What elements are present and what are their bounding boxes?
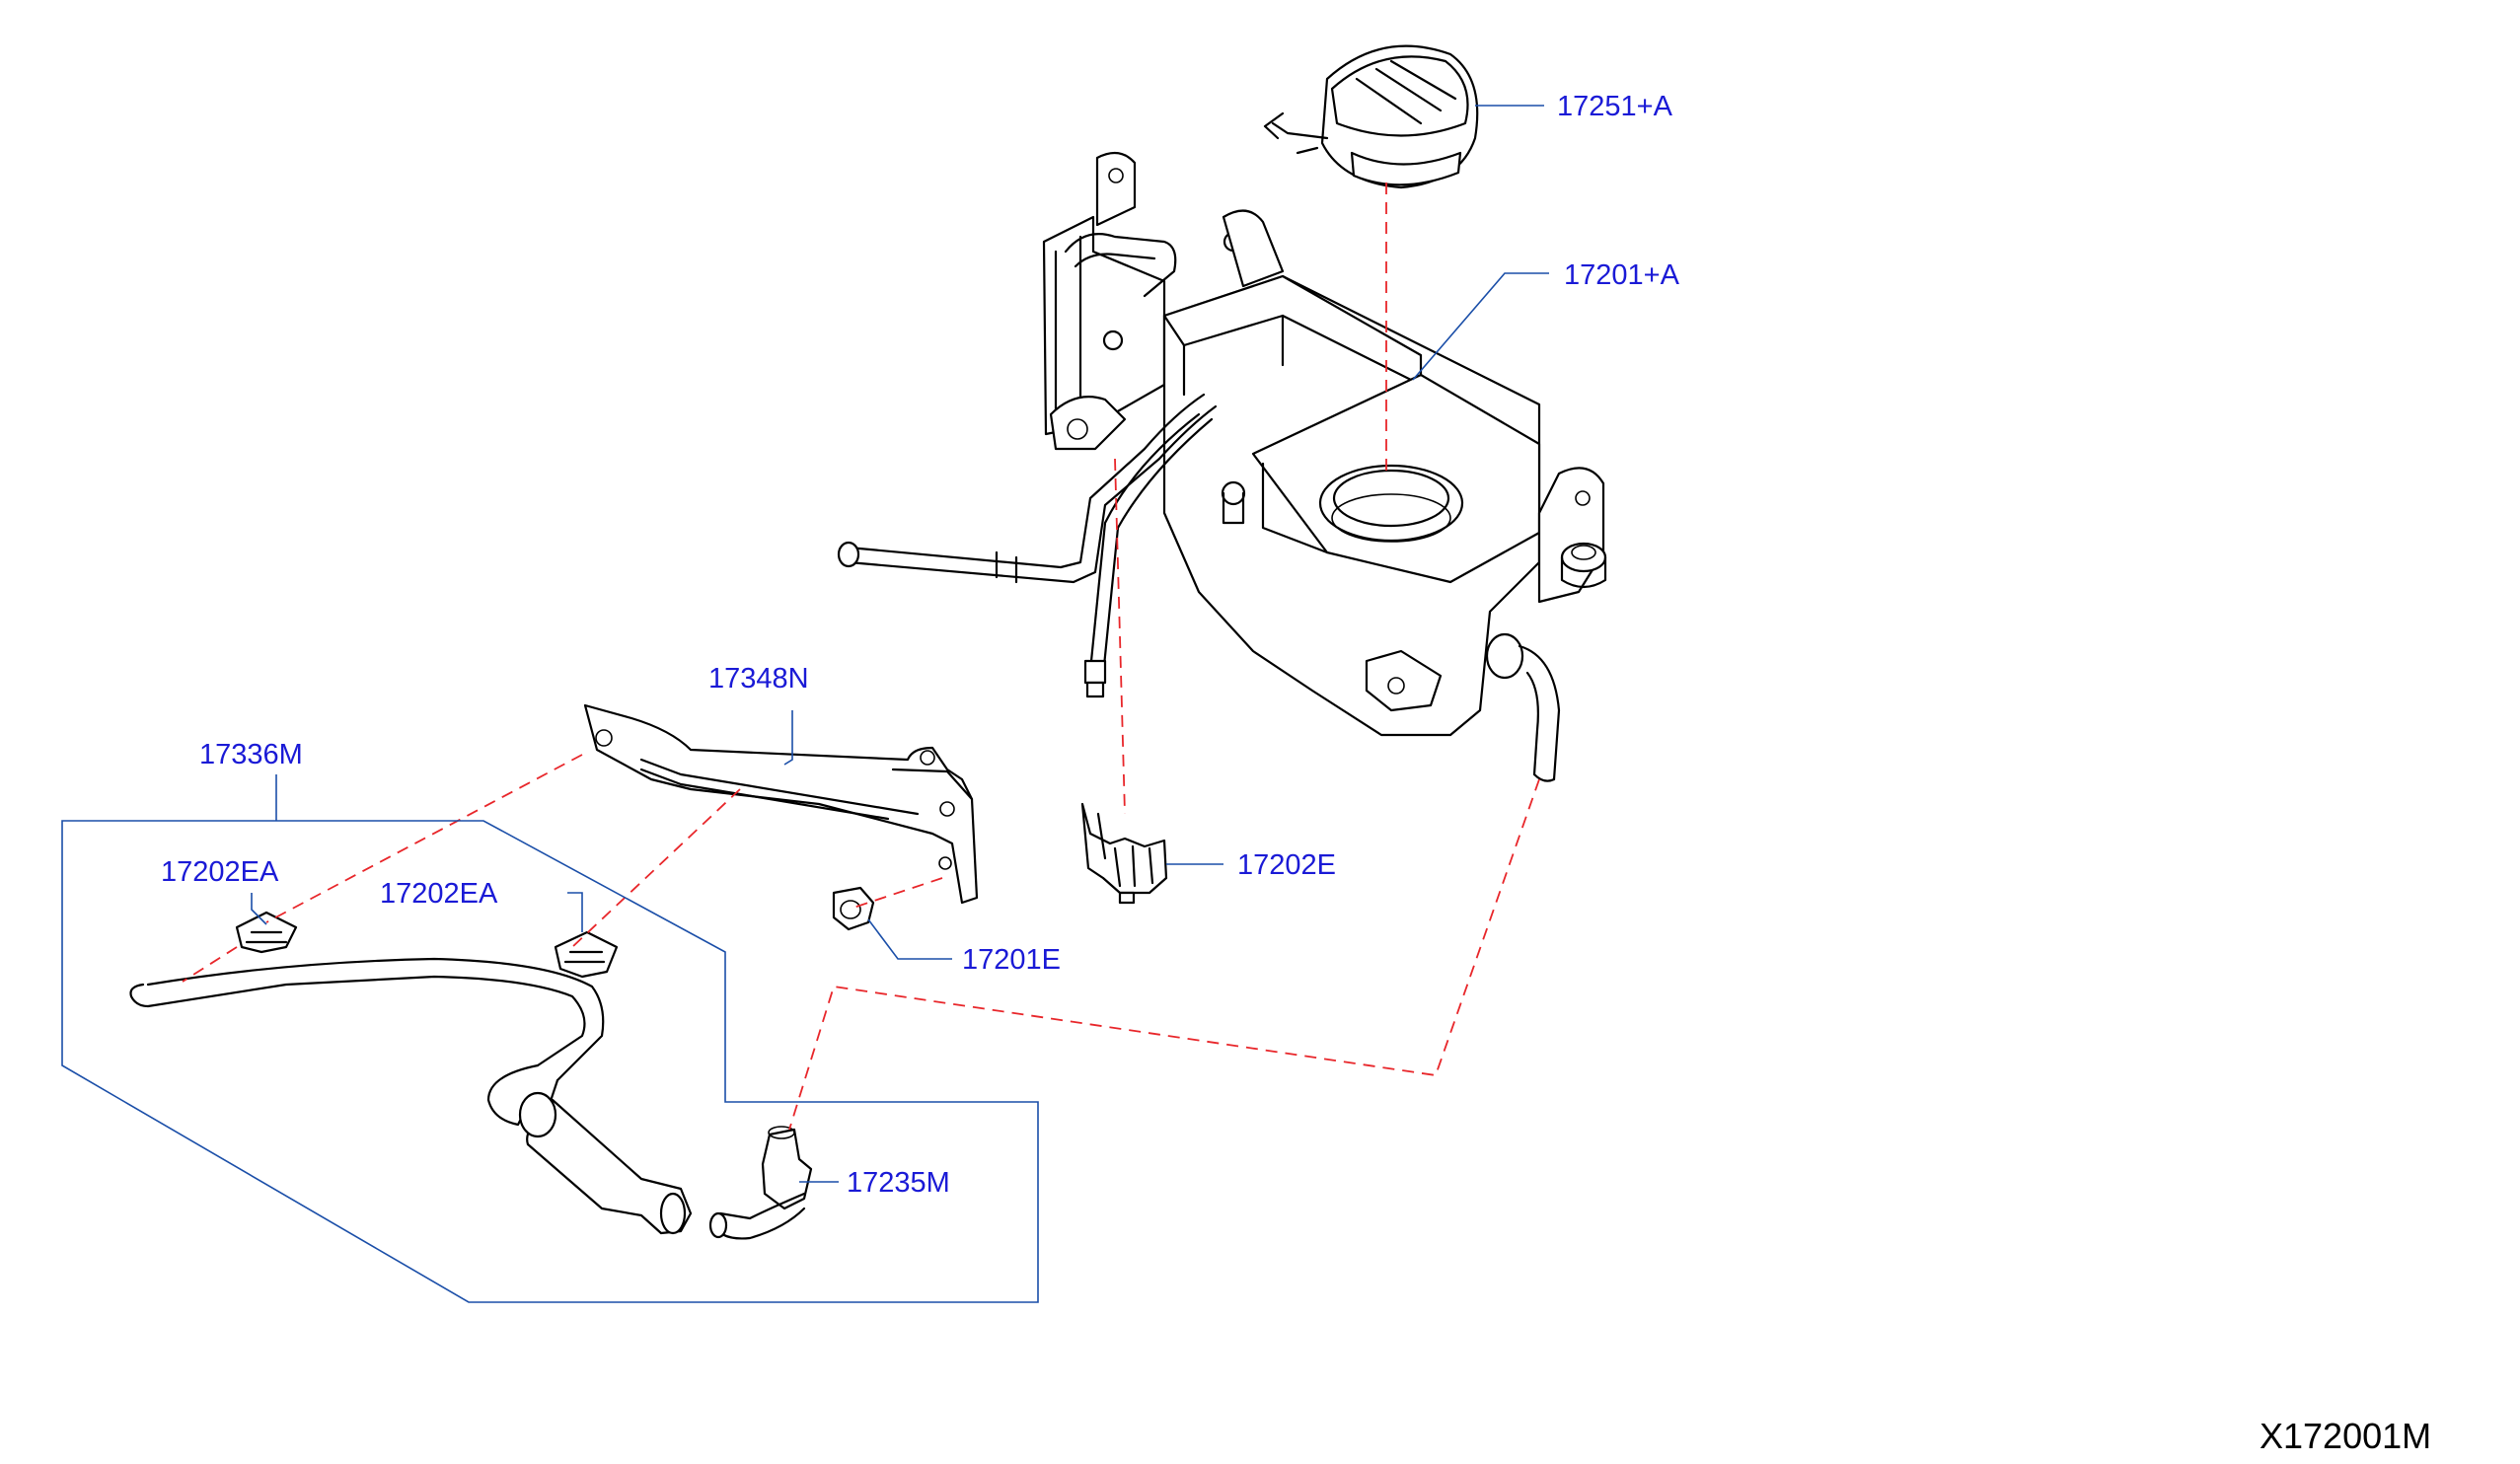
bracket-17348N [583, 703, 979, 905]
callout-17201E: 17201E [962, 944, 1061, 976]
callout-17336M: 17336M [199, 739, 303, 770]
callout-17348N: 17348N [708, 663, 809, 695]
callout-17202EA-right: 17202EA [380, 878, 498, 910]
clip-17202E [1080, 802, 1168, 905]
callout-17202EA-left: 17202EA [161, 856, 279, 888]
diagram-reference-code: X172001M [2260, 1416, 2431, 1456]
reservoir-cap [1263, 44, 1479, 189]
callout-17235M: 17235M [847, 1167, 950, 1199]
reservoir-tank-assembly [837, 151, 1607, 782]
callout-17201-A: 17201+A [1564, 259, 1680, 291]
nut-17201E [832, 886, 875, 931]
leader-lines [61, 105, 1549, 1303]
hose-assembly-17336M [129, 911, 813, 1240]
dashed-guides [182, 183, 1540, 1131]
callout-17202E: 17202E [1237, 849, 1336, 881]
callout-17251-A: 17251+A [1557, 91, 1673, 122]
